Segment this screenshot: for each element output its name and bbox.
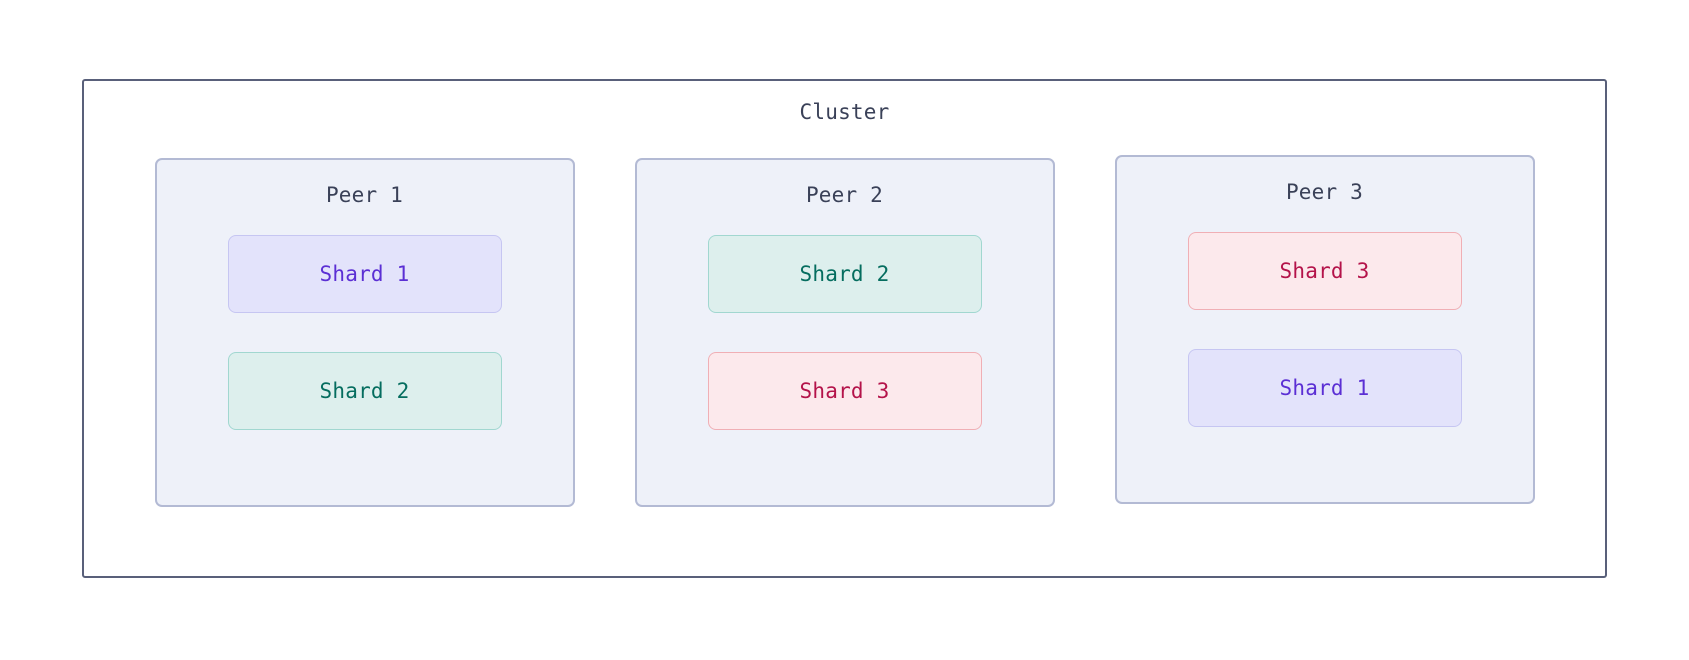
- shard-stack-1: Shard 1 Shard 2: [157, 235, 573, 430]
- shard-stack-3: Shard 3 Shard 1: [1117, 232, 1533, 427]
- peer-row: Peer 1 Shard 1 Shard 2 Peer 2 Shard 2 Sh…: [84, 155, 1605, 507]
- cluster-container: Cluster Peer 1 Shard 1 Shard 2 Peer 2 Sh…: [82, 79, 1607, 578]
- cluster-title: Cluster: [799, 100, 890, 124]
- shard-box-peer1-slot1[interactable]: Shard 1: [227, 235, 502, 313]
- peer-box-1[interactable]: Peer 1 Shard 1 Shard 2: [154, 158, 575, 507]
- shard-box-peer2-slot1[interactable]: Shard 2: [707, 235, 982, 313]
- shard-box-peer3-slot1[interactable]: Shard 3: [1187, 232, 1462, 310]
- shard-box-peer2-slot2[interactable]: Shard 3: [707, 352, 982, 430]
- shard-stack-2: Shard 2 Shard 3: [637, 235, 1053, 430]
- peer-title-1: Peer 1: [325, 183, 404, 207]
- peer-box-2[interactable]: Peer 2 Shard 2 Shard 3: [634, 158, 1055, 507]
- peer-title-3: Peer 3: [1285, 180, 1364, 204]
- peer-title-2: Peer 2: [805, 183, 884, 207]
- peer-box-3[interactable]: Peer 3 Shard 3 Shard 1: [1114, 155, 1535, 504]
- shard-box-peer3-slot2[interactable]: Shard 1: [1187, 349, 1462, 427]
- shard-box-peer1-slot2[interactable]: Shard 2: [227, 352, 502, 430]
